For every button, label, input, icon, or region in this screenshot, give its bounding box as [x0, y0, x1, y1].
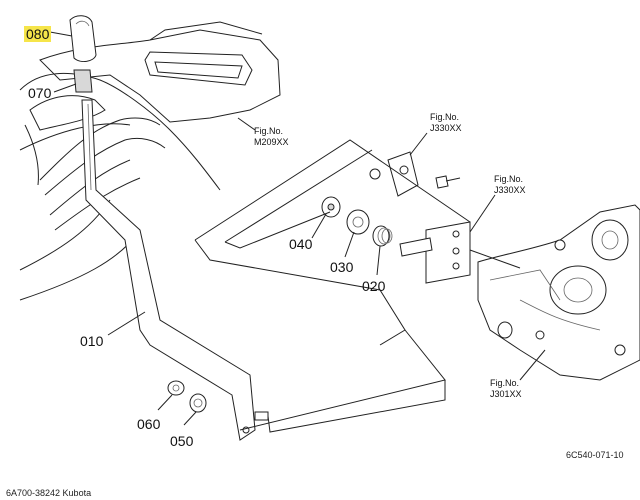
- washer-040-drawing: [321, 196, 341, 218]
- spring-020-drawing: [372, 225, 393, 247]
- lever-rod-drawing: [81, 99, 269, 441]
- drawing-code: 6C540-071-10: [566, 450, 624, 460]
- lever-knob-drawing: [69, 15, 97, 63]
- fig-ref-j330-b[interactable]: Fig.No. J330XX: [494, 174, 526, 196]
- part-label-030[interactable]: 030: [330, 259, 354, 275]
- washer-050-drawing: [189, 393, 207, 413]
- fig-ref-m209[interactable]: Fig.No. M209XX: [254, 126, 289, 148]
- part-label-040[interactable]: 040: [289, 236, 313, 252]
- fig-ref-j330-a-line1: Fig.No.: [430, 112, 460, 122]
- bushing-030-drawing: [346, 209, 370, 235]
- fig-ref-j301-line2: J301XX: [490, 389, 522, 399]
- fig-ref-m209-line1: Fig.No.: [254, 126, 284, 136]
- catalog-code: 6A700-38242 Kubota: [6, 488, 92, 498]
- fig-ref-j301[interactable]: Fig.No. J301XX: [490, 378, 522, 400]
- part-label-080[interactable]: 080: [24, 26, 52, 42]
- part-label-060[interactable]: 060: [137, 416, 161, 432]
- body-panel-drawing: [19, 21, 281, 301]
- bracket-drawing: [369, 151, 471, 284]
- fig-ref-j330-b-line2: J330XX: [494, 185, 526, 195]
- leader-lines: [49, 31, 546, 426]
- fig-ref-m209-line2: M209XX: [254, 137, 289, 147]
- fig-ref-j301-line1: Fig.No.: [490, 378, 520, 388]
- part-label-010[interactable]: 010: [80, 333, 104, 349]
- part-label-070[interactable]: 070: [28, 85, 52, 101]
- fig-ref-j330-a[interactable]: Fig.No. J330XX: [430, 112, 462, 134]
- bolt-060-drawing: [167, 380, 185, 396]
- transmission-housing-drawing: [469, 204, 640, 381]
- fig-ref-j330-a-line2: J330XX: [430, 123, 462, 133]
- sleeve-drawing: [73, 69, 93, 93]
- fig-ref-j330-b-line1: Fig.No.: [494, 174, 524, 184]
- part-label-050[interactable]: 050: [170, 433, 194, 449]
- linkage-rod-lines: [194, 139, 471, 433]
- part-label-020[interactable]: 020: [362, 278, 386, 294]
